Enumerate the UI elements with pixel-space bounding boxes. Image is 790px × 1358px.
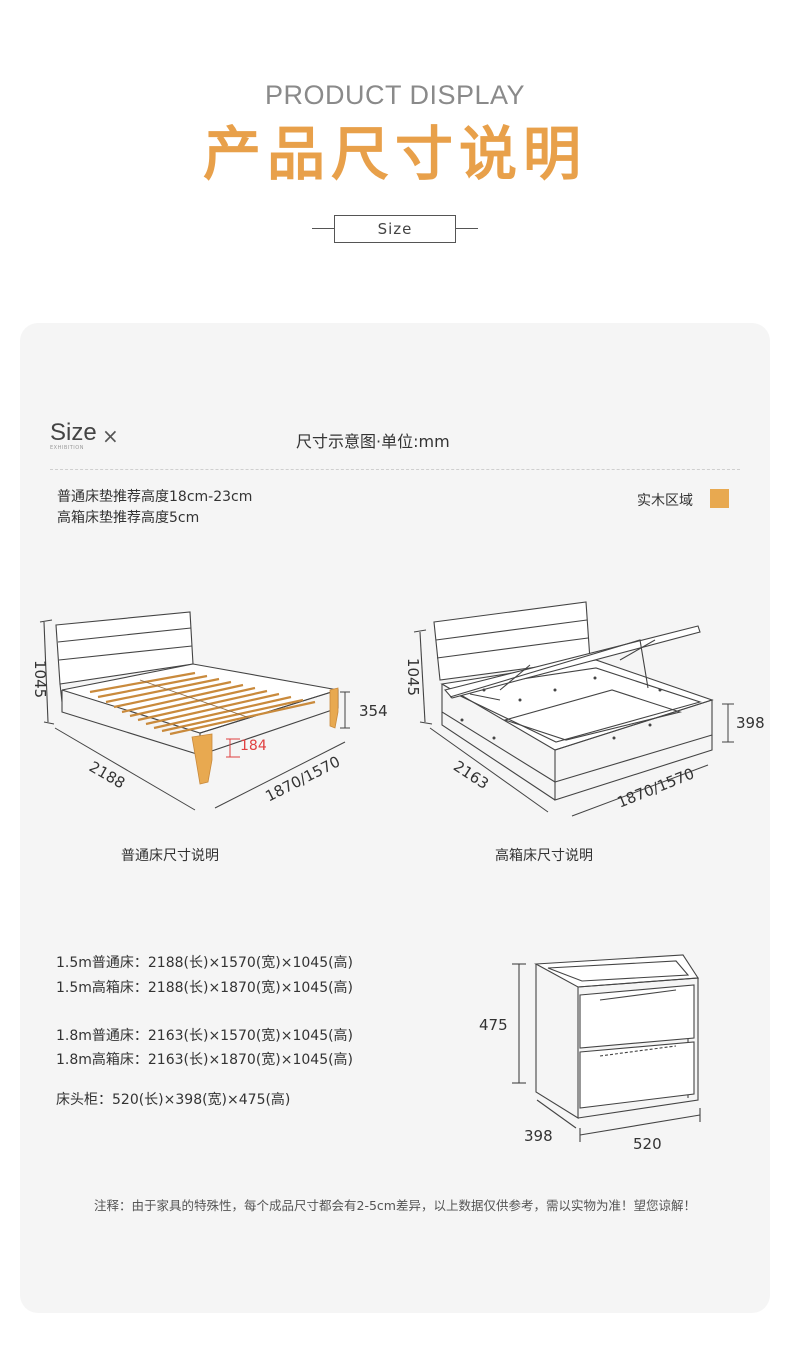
- normal-bed-caption: 普通床尺寸说明: [121, 848, 219, 864]
- legend-swatch: [710, 489, 729, 508]
- panel-divider: [50, 469, 740, 470]
- mattress-note-storage: 高箱床垫推荐高度5cm: [57, 510, 200, 526]
- normal-bed-side-height-label: 354: [359, 702, 388, 720]
- normal-bed-leg-height-label: 184: [240, 738, 267, 754]
- nightstand-width-label: 520: [633, 1135, 662, 1153]
- dimension-panel: [20, 323, 770, 1313]
- normal-bed-height-label: 1045: [31, 660, 49, 699]
- spec-line: 1.5m普通床：2188(长)×1570(宽)×1045(高): [56, 955, 354, 971]
- size-logo-x: ×: [102, 424, 119, 448]
- spec-line: 床头柜：520(长)×398(宽)×475(高): [56, 1092, 291, 1108]
- size-tag-group: Size: [0, 215, 790, 245]
- nightstand-height-label: 475: [479, 1016, 508, 1034]
- diagram-caption: 尺寸示意图·单位:mm: [296, 432, 450, 451]
- page-title: 产品尺寸说明: [202, 120, 587, 188]
- storage-bed-diagram: [413, 601, 734, 817]
- size-logo: Size: [50, 419, 97, 446]
- storage-bed-side-height-label: 398: [736, 714, 765, 732]
- mattress-note-normal: 普通床垫推荐高度18cm-23cm: [57, 489, 253, 505]
- legend-label: 实木区域: [637, 493, 693, 509]
- footnote: 注释：由于家具的特殊性，每个成品尺寸都会有2-5cm差异，以上数据仅供参考，需以…: [94, 1198, 696, 1213]
- spec-line: 1.8m高箱床：2163(长)×1870(宽)×1045(高): [56, 1052, 354, 1068]
- size-tag: Size: [334, 215, 456, 243]
- nightstand-depth-label: 398: [524, 1127, 553, 1145]
- storage-bed-height-label: 1045: [404, 657, 423, 697]
- tag-line-left: [312, 228, 334, 229]
- eyebrow-heading: PRODUCT DISPLAY: [264, 80, 526, 110]
- size-logo-subtitle: EXHIBITION: [50, 445, 84, 451]
- spec-line: 1.5m高箱床：2188(长)×1870(宽)×1045(高): [56, 980, 354, 996]
- spec-line: 1.8m普通床：2163(长)×1570(宽)×1045(高): [56, 1028, 354, 1044]
- tag-line-right: [456, 228, 478, 229]
- normal-bed-diagram: [39, 611, 350, 811]
- storage-bed-caption: 高箱床尺寸说明: [495, 848, 593, 864]
- nightstand-diagram: [512, 954, 701, 1142]
